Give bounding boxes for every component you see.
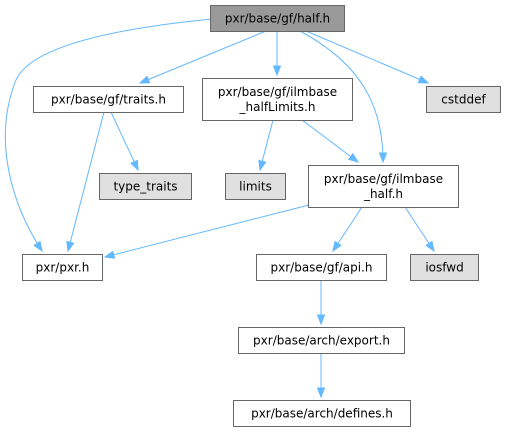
edges-layer — [4, 18, 435, 399]
edge-half-to-ilmhl — [272, 31, 282, 77]
node-box — [256, 254, 387, 281]
node-label: pxr/base/arch/defines.h — [251, 407, 393, 421]
edge-traits-to-pxrh — [66, 111, 105, 253]
edge-arrowhead — [66, 240, 75, 253]
edge-arrowhead — [272, 65, 282, 77]
node-label: pxr/base/arch/export.h — [253, 334, 390, 348]
nodes-layer: pxr/base/gf/half.h pxr/base/gf/traits.h px… — [22, 5, 501, 427]
edge-ilmh-to-iosfwd — [404, 206, 435, 253]
edge-traits-to-type_traits — [110, 111, 139, 172]
node-box — [225, 173, 286, 200]
edge-arrowhead — [316, 314, 326, 326]
node-api[interactable]: pxr/base/gf/api.h — [256, 254, 387, 281]
node-box — [238, 327, 405, 354]
node-label: cstddef — [441, 93, 486, 107]
node-box — [308, 165, 459, 208]
node-label: _half.h — [363, 187, 403, 201]
edge-ilmh-to-pxrh — [103, 204, 310, 259]
edge-arrowhead — [130, 159, 139, 172]
edge-export-to-defines — [316, 353, 326, 399]
edge-ilmhl-to-ilmh — [301, 119, 360, 163]
node-label: pxr/base/gf/api.h — [271, 261, 373, 275]
edge-ilmhl-to-limits — [258, 119, 274, 172]
edge-ilmh-to-api — [332, 206, 363, 253]
node-box — [99, 173, 192, 200]
edge-half-to-traits — [138, 30, 267, 84]
edge-half-to-pxrh — [4, 18, 213, 253]
node-ilmh[interactable]: pxr/base/gf/ilmbase_half.h — [308, 165, 459, 208]
node-traits[interactable]: pxr/base/gf/traits.h — [33, 86, 184, 113]
node-ilmhl[interactable]: pxr/base/gf/ilmbase_halfLimits.h — [202, 78, 353, 121]
edge-half-to-cstddef — [305, 30, 430, 84]
node-label: pxr/base/gf/half.h — [225, 12, 330, 26]
edge-arrowhead — [33, 240, 43, 253]
edge-line — [110, 111, 139, 171]
edge-line — [301, 119, 359, 163]
node-cstddef[interactable]: cstddef — [426, 86, 501, 113]
node-box — [233, 400, 411, 427]
node-label: pxr/pxr.h — [36, 261, 90, 275]
edge-line — [299, 30, 384, 163]
node-label: pxr/base/gf/ilmbase — [218, 85, 337, 99]
edge-arrowhead — [332, 240, 342, 253]
node-defines[interactable]: pxr/base/arch/defines.h — [233, 400, 411, 427]
node-box — [202, 78, 353, 121]
edge-line — [305, 30, 429, 84]
node-limits[interactable]: limits — [225, 173, 286, 200]
edge-arrowhead — [258, 159, 267, 172]
node-type_traits[interactable]: type_traits — [99, 173, 192, 200]
node-export[interactable]: pxr/base/arch/export.h — [238, 327, 405, 354]
node-label: limits — [239, 180, 272, 194]
edge-line — [67, 111, 105, 252]
edge-arrowhead — [347, 152, 360, 163]
edge-line — [4, 18, 213, 252]
node-box — [426, 86, 501, 113]
edge-arrowhead — [417, 75, 430, 84]
node-iosfwd[interactable]: iosfwd — [410, 254, 479, 281]
node-label: type_traits — [113, 180, 177, 194]
edge-arrowhead — [138, 75, 151, 84]
edge-half-to-ilmh — [299, 30, 388, 164]
edge-arrowhead — [103, 250, 116, 259]
node-box — [410, 254, 479, 281]
node-box — [22, 254, 103, 281]
node-pxrh[interactable]: pxr/pxr.h — [22, 254, 103, 281]
edge-arrowhead — [316, 387, 326, 399]
node-label: pxr/base/gf/traits.h — [51, 93, 166, 107]
node-half[interactable]: pxr/base/gf/half.h — [210, 5, 345, 32]
node-box — [210, 5, 345, 32]
edge-line — [139, 30, 267, 84]
edge-api-to-export — [316, 280, 326, 326]
node-label: pxr/base/gf/ilmbase — [324, 172, 443, 186]
node-label: iosfwd — [425, 261, 463, 275]
edge-arrowhead — [378, 152, 388, 164]
edge-arrowhead — [425, 240, 435, 253]
edge-line — [104, 204, 310, 258]
node-label: _halfLimits.h — [239, 100, 316, 114]
node-box — [33, 86, 184, 113]
